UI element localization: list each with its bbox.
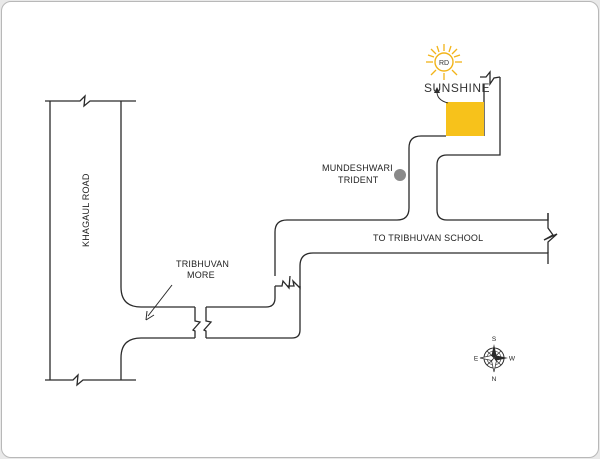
project-site (434, 87, 484, 136)
compass-west-label: W (509, 356, 516, 363)
connector-break-right (287, 276, 301, 290)
pointer-arrow (145, 284, 173, 321)
to-school-label: TO TRIBHUVAN SCHOOL (373, 233, 483, 243)
connector-road-bottom (206, 286, 301, 339)
brand-name: SUNSHINE (424, 81, 490, 95)
sun-icon (426, 44, 462, 80)
main-road: TO TRIBHUVAN SCHOOL (274, 77, 558, 276)
khagaul-road-right-edge-bottom (120, 337, 195, 380)
main-road-lower-edge (299, 252, 549, 276)
landmark-dot (394, 169, 406, 181)
project-site-marker (446, 102, 484, 136)
khagaul-road-top-break (45, 94, 136, 108)
compass-east-label: E (474, 356, 479, 363)
tribhuvan-more-label-line2: MORE (187, 270, 215, 280)
khagaul-road-bottom-break (45, 373, 136, 387)
landmark-label-line1: MUNDESHWARI (322, 163, 393, 173)
logo-initials: RD (439, 60, 449, 67)
school-road-upper-edge (436, 77, 549, 221)
landmark-label-line2: TRIDENT (338, 175, 379, 185)
compass-south-label: S (492, 336, 497, 343)
sunshine-logo: RD SUNSHINE (424, 44, 490, 95)
compass-north-label: N (492, 376, 497, 383)
school-road-end-break (543, 213, 558, 253)
tribhuvan-more-junction: TRIBHUVAN MORE (145, 259, 301, 339)
compass-rose: S N E W (474, 336, 516, 383)
khagaul-road: KHAGAUL ROAD (45, 94, 195, 387)
khagaul-road-right-edge-top (120, 101, 195, 308)
main-road-upper-edge (274, 135, 446, 276)
connector-road-top (206, 286, 276, 308)
junction-break-right (202, 307, 213, 338)
connector-break-left (275, 275, 291, 290)
landmark-mundeshwari-trident: MUNDESHWARI TRIDENT (322, 163, 406, 185)
tribhuvan-more-label-line1: TRIBHUVAN (176, 259, 229, 269)
khagaul-road-label: KHAGAUL ROAD (81, 173, 91, 247)
junction-break-left (191, 307, 202, 338)
site-road-break (480, 70, 501, 87)
